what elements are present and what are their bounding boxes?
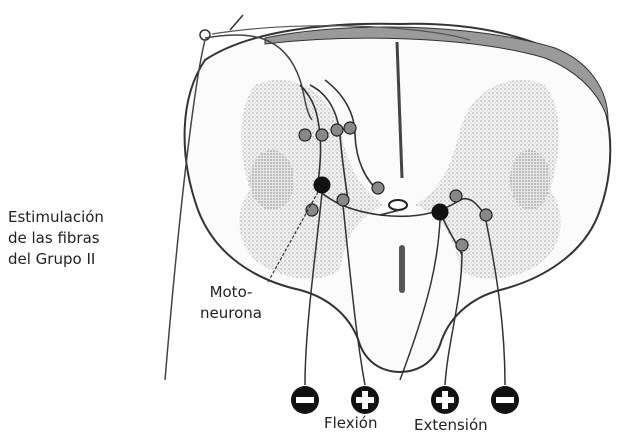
extension-plus-symbol: [431, 386, 459, 414]
interneuron: [344, 122, 356, 134]
extension-minus-symbol: [491, 386, 519, 414]
stimulation-line-1: Estimulación: [8, 207, 104, 228]
interneuron: [331, 124, 343, 136]
motoneuron-line-2: neurona: [196, 303, 266, 324]
extension-label: Extensión: [414, 415, 488, 436]
gray-matter-patch-left: [250, 150, 294, 210]
flexion-label: Flexión: [324, 413, 378, 434]
central-canal: [389, 200, 407, 210]
interneuron: [450, 190, 462, 202]
interneuron: [316, 129, 328, 141]
motoneuron-line-1: Moto-: [196, 282, 266, 303]
interneuron: [337, 194, 349, 206]
stimulation-line-2: de las fibras: [8, 228, 104, 249]
electrode-needle: [230, 15, 243, 30]
interneuron: [456, 239, 468, 251]
stimulation-line-3: del Grupo II: [8, 249, 104, 270]
interneuron: [299, 129, 311, 141]
interneuron: [480, 209, 492, 221]
motoneuron-left: [314, 177, 330, 193]
flexion-minus-symbol: [291, 386, 319, 414]
motoneuron-right: [432, 204, 448, 220]
interneuron: [372, 182, 384, 194]
motoneuron-label: Moto- neurona: [196, 282, 266, 324]
electrode-tip: [200, 30, 210, 40]
gray-matter-patch-right: [510, 150, 550, 210]
stimulation-label: Estimulación de las fibras del Grupo II: [8, 207, 104, 270]
flexion-plus-symbol: [351, 386, 379, 414]
